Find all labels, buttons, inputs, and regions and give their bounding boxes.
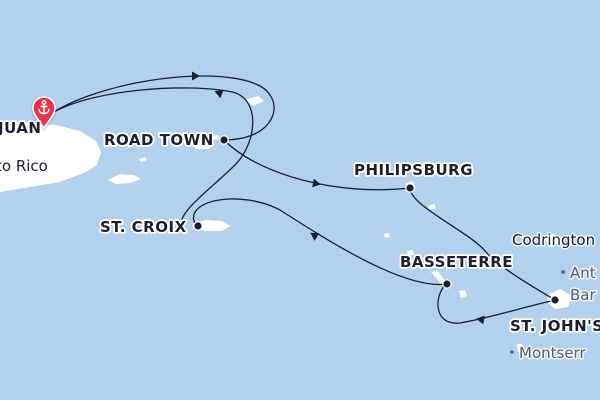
- port-dot-st-johns[interactable]: [550, 295, 560, 305]
- port-markers: [193, 135, 560, 305]
- place-label-puerto-rico: to Rico: [0, 157, 48, 175]
- cruise-route: [46, 75, 556, 324]
- statia-island: [407, 250, 414, 256]
- montserrat-marker-icon: [510, 350, 514, 354]
- barbuda-land: [544, 234, 560, 248]
- anegada-island: [245, 96, 264, 106]
- nevis-island: [459, 290, 467, 298]
- place-label-antigua: Ant: [570, 264, 596, 282]
- port-label-philipsburg: PHILIPSBURG: [354, 161, 473, 179]
- port-label-road-town: ROAD TOWN: [104, 131, 214, 149]
- culebra-island: [139, 157, 147, 162]
- virgin-islands-land: [188, 141, 214, 149]
- port-label-st-croix: ST. CROIX: [100, 218, 187, 236]
- route-arrow-icon: [312, 178, 321, 188]
- port-dot-basseterre[interactable]: [442, 279, 452, 289]
- british-virgin-islands-land: [212, 135, 220, 140]
- montserrat-island: [517, 344, 523, 352]
- port-label-basseterre: BASSETERRE: [400, 253, 513, 271]
- st-barts-island: [428, 204, 436, 210]
- route-leg-st-johns-basseterre: [437, 283, 556, 324]
- route-leg-st-croix-san-juan: [46, 87, 254, 227]
- route-arrows: [192, 71, 485, 325]
- route-arrow-icon: [192, 71, 200, 81]
- route-leg-philipsburg-st-johns: [409, 187, 556, 301]
- port-labels: JUAN ROAD TOWN PHILIPSBURG ST. CROIX BAS…: [0, 117, 600, 337]
- place-label-montserrat: Montserr: [519, 344, 586, 362]
- anchor-icon: [38, 100, 50, 115]
- route-leg-road-town-philipsburg: [223, 139, 411, 191]
- port-label-st-johns: ST. JOHN'S: [510, 317, 600, 335]
- puerto-rico-land: [0, 122, 101, 192]
- place-label-barbuda: Bar: [570, 286, 596, 304]
- place-labels: to Rico Codrington Ant Bar Montserr: [0, 156, 598, 364]
- saba-island: [384, 233, 390, 238]
- route-leg-basseterre-st-croix: [192, 198, 448, 286]
- route-arrow-icon: [476, 315, 485, 325]
- route-leg-san-juan-road-town: [46, 75, 275, 141]
- port-dot-philipsburg[interactable]: [405, 183, 415, 193]
- route-arrow-icon: [310, 232, 320, 241]
- st-kitts-land: [431, 270, 445, 284]
- port-label-san-juan: JUAN: [0, 119, 41, 137]
- port-dot-road-town[interactable]: [219, 135, 229, 145]
- port-dot-st-croix[interactable]: [193, 221, 203, 231]
- antigua-marker-icon: [561, 270, 565, 274]
- vieques-island: [108, 174, 141, 184]
- place-label-codrington: Codrington: [512, 231, 595, 249]
- route-arrow-icon: [214, 89, 224, 99]
- anchor-pin-icon[interactable]: [32, 96, 56, 130]
